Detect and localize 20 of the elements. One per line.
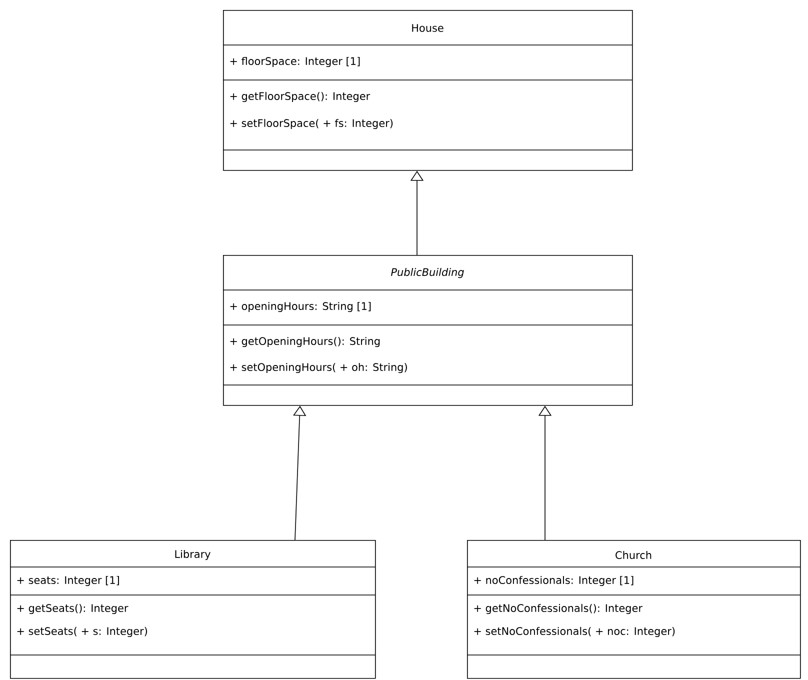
- method-text: + getFloorSpace(): Integer: [230, 92, 370, 102]
- class-name: Library: [175, 550, 210, 560]
- class-box: [222, 255, 633, 406]
- class-name: PublicBuilding: [391, 268, 464, 278]
- attribute-text: + openingHours: String [1]: [230, 302, 371, 312]
- method-text: + setNoConfessionals( + noc: Integer): [474, 626, 675, 638]
- attribute-text: + seats: Integer [1]: [17, 576, 119, 586]
- class-box: [222, 10, 633, 171]
- class-name: Church: [616, 550, 652, 560]
- method-text: + getNoConfessionals(): Integer: [474, 604, 642, 614]
- method-text: + setFloorSpace( + fs: Integer): [230, 118, 393, 130]
- method-text: + getSeats(): Integer: [17, 604, 128, 614]
- class-box: [466, 540, 801, 679]
- attribute-text: + floorSpace: Integer [1]: [230, 56, 360, 68]
- class-box: [10, 540, 376, 679]
- class-name: House: [412, 24, 444, 32]
- attribute-text: + noConfessionals: Integer [1]: [474, 576, 634, 586]
- method-text: + setSeats( + s: Integer): [17, 626, 148, 638]
- method-text: + getOpeningHours(): String: [230, 336, 380, 348]
- method-text: + setOpeningHours( + oh: String): [230, 362, 407, 374]
